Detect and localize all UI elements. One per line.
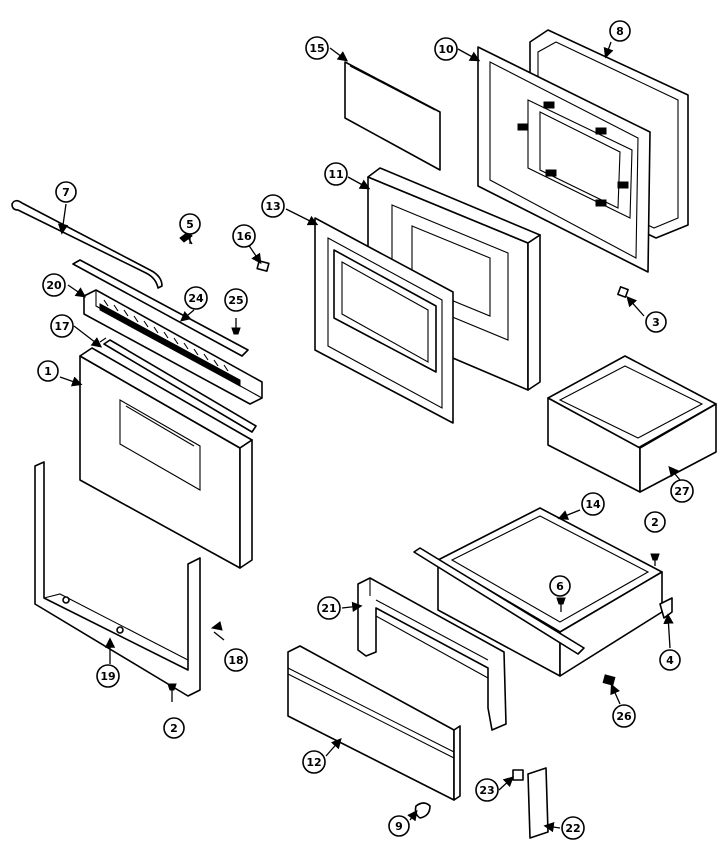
callout-25: 25 [224,288,248,312]
callout-label: 16 [236,230,252,243]
callout-label: 7 [62,186,70,199]
glass-panel-part [344,61,441,171]
callout-1: 1 [37,360,59,382]
callout-11: 11 [324,162,348,186]
callout-label: 19 [100,670,115,683]
callout-18: 18 [224,648,248,672]
callout-14: 14 [581,492,605,516]
door-rod-part [11,199,163,289]
callout-label: 23 [479,784,494,797]
callout-label: 17 [54,320,69,333]
side-trim-part [527,767,549,839]
callout-26: 26 [612,704,636,728]
small-panel-part [512,769,524,781]
callout-label: 12 [306,756,321,769]
callout-7: 7 [55,181,77,203]
callout-label: 2 [170,722,178,735]
callout-label: 13 [265,200,280,213]
callout-label: 11 [328,168,343,181]
screw-part-2-left [167,683,177,702]
drawer-bracket-part [357,577,507,731]
clip-part [617,286,629,298]
bracket-part-4 [659,597,673,619]
screw-part-6 [556,597,566,612]
small-bracket-part [256,260,270,272]
callout-label: 24 [188,292,204,305]
callout-label: 20 [46,279,62,292]
control-panel-part [83,289,263,405]
callout-5: 5 [179,213,201,235]
bumper-part [602,674,616,686]
callout-label: 1 [44,365,52,378]
callout-8: 8 [609,20,631,42]
leader-lines [57,41,681,833]
callout-23: 23 [475,778,499,802]
callout-2-left: 2 [163,717,185,739]
callout-13: 13 [261,194,285,218]
callout-20: 20 [42,273,66,297]
callout-label: 22 [565,822,580,835]
callout-label: 25 [228,294,243,307]
outer-door-part [79,347,253,569]
callout-label: 18 [228,654,243,667]
callout-label: 2 [651,516,659,529]
drawer-front-part [287,645,461,801]
callout-label: 21 [321,602,336,615]
callout-9: 9 [388,815,410,837]
callout-27: 27 [670,479,694,503]
callout-15: 15 [305,36,329,60]
callout-2-right: 2 [644,511,666,533]
callout-label: 14 [585,498,601,511]
callout-label: 4 [666,654,674,667]
callout-22: 22 [561,816,585,840]
callout-label: 27 [674,485,689,498]
drawer-pan-part [413,507,663,677]
callout-label: 3 [652,316,660,329]
door-inner-panel-part [477,46,651,273]
lower-frame-part [34,461,201,697]
callout-label: 8 [616,25,624,38]
foot-part [414,802,431,819]
callout-3: 3 [645,311,667,333]
callout-16: 16 [232,224,256,248]
callout-label: 10 [438,43,454,56]
callout-17: 17 [50,314,74,338]
trim-strip-part [72,259,249,357]
callout-4: 4 [659,649,681,671]
storage-pan-part [547,355,717,493]
door-window-frame-part [314,217,454,424]
callout-24: 24 [184,286,208,310]
callout-label: 9 [395,820,403,833]
callout-label: 26 [616,710,632,723]
callout-19: 19 [96,664,120,688]
callout-label: 6 [556,580,564,593]
screw-part-18 [210,621,225,641]
callout-10: 10 [434,37,458,61]
callout-label: 15 [309,42,324,55]
callout-21: 21 [317,596,341,620]
callout-6: 6 [549,575,571,597]
screw-part-25 [231,318,241,335]
callout-12: 12 [302,750,326,774]
callout-label: 5 [186,218,194,231]
screw-part-2-right [650,553,660,566]
